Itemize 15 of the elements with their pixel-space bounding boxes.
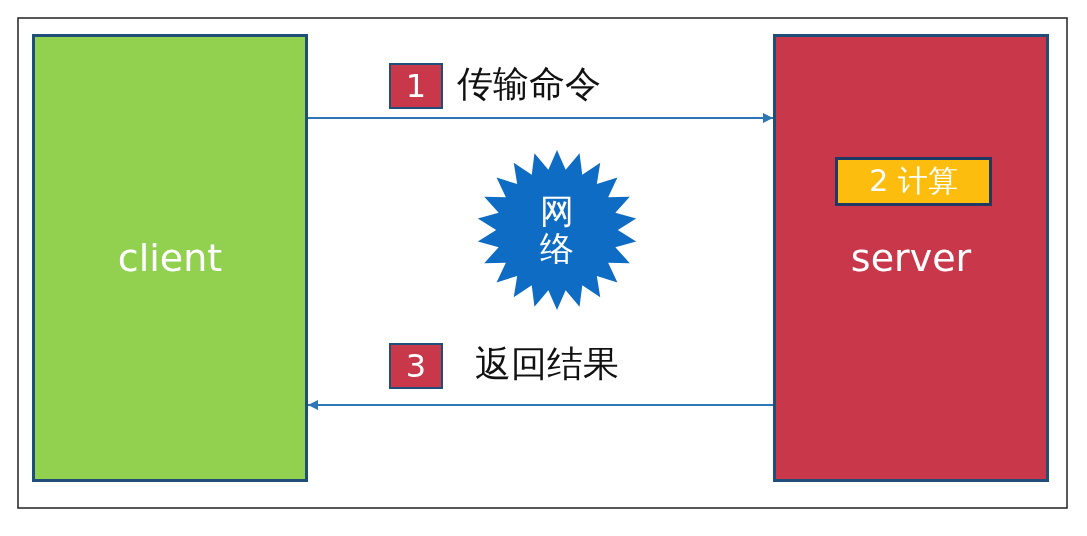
server-panel	[773, 34, 1049, 482]
step-badge	[389, 63, 443, 109]
step-tag	[835, 157, 992, 206]
arrow	[307, 400, 774, 410]
step-label: 2 计算	[869, 162, 958, 200]
node-label: server	[850, 236, 972, 280]
step-description: 返回结果	[475, 342, 619, 386]
arrow	[307, 113, 774, 123]
step-badge	[389, 343, 443, 389]
step-number: 1	[405, 67, 427, 105]
network-label: 网络	[540, 192, 574, 268]
client-panel	[32, 34, 308, 482]
node-label: client	[117, 236, 223, 280]
step-number: 3	[405, 347, 427, 385]
step-description: 传输命令	[457, 62, 601, 106]
